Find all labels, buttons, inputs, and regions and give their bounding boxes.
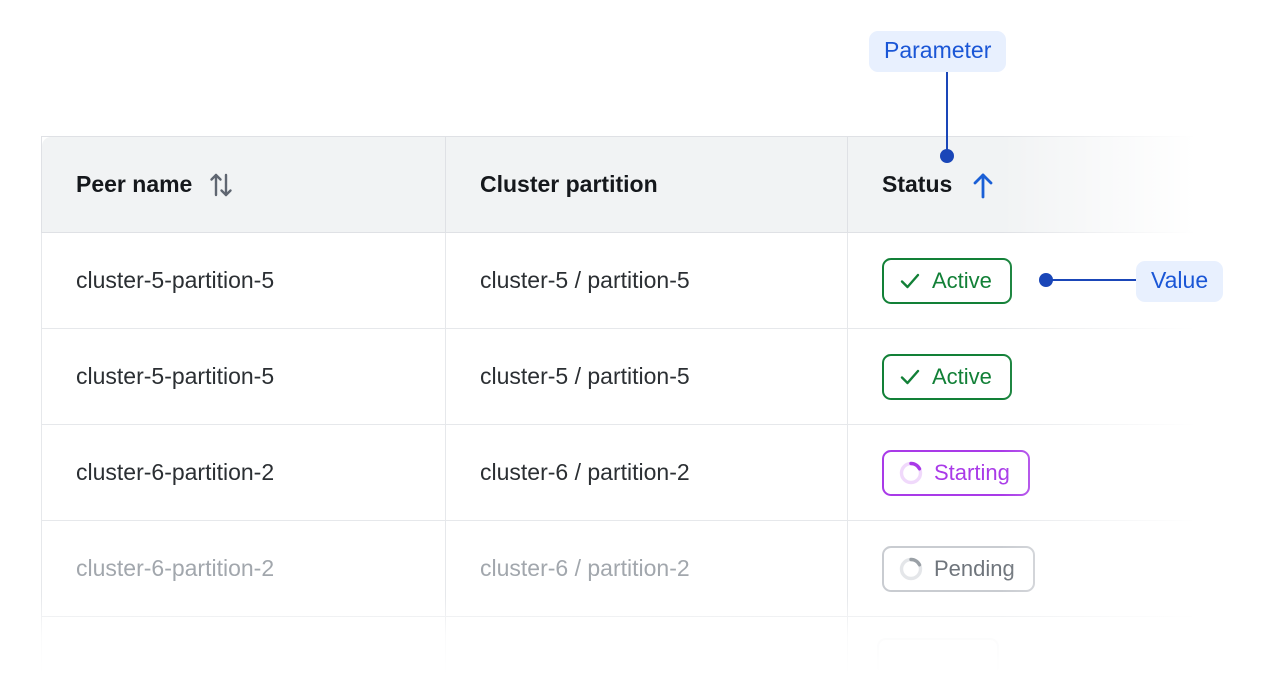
- cell-peer-name: cluster-6-partition-2: [41, 520, 446, 617]
- cell-peer-name: [41, 616, 446, 688]
- check-icon: [900, 273, 920, 288]
- spinner-icon: [899, 461, 923, 484]
- annotation-value-label: Value: [1136, 261, 1224, 302]
- peer-table-container: Peer name Cluster partition: [41, 136, 1201, 688]
- column-header-cluster-partition-label: Cluster partition: [480, 171, 658, 197]
- status-badge-label: Starting: [934, 459, 1010, 485]
- annotation-value-dot: [1039, 273, 1053, 287]
- peer-table: Peer name Cluster partition: [41, 136, 1201, 688]
- annotation-parameter: Parameter: [869, 31, 1007, 72]
- status-badge-pending: Pending: [882, 545, 1035, 592]
- annotation-value-connector: [1050, 279, 1136, 281]
- status-badge-label: Active: [932, 363, 992, 389]
- status-badge-starting: Starting: [882, 449, 1030, 496]
- annotation-value: Value: [1136, 261, 1224, 302]
- sort-arrow-up-icon[interactable]: [968, 169, 998, 201]
- cell-peer-name: cluster-5-partition-5: [41, 232, 446, 329]
- table-row[interactable]: cluster-5-partition-5 cluster-5 / partit…: [41, 328, 1201, 425]
- table-body: cluster-5-partition-5 cluster-5 / partit…: [41, 232, 1201, 688]
- cell-status: Starting: [847, 424, 1201, 521]
- spinner-icon: [899, 557, 923, 580]
- annotation-parameter-dot: [940, 149, 954, 163]
- annotation-parameter-label: Parameter: [869, 31, 1007, 72]
- table-header-row: Peer name Cluster partition: [41, 136, 1201, 233]
- table-header: Peer name Cluster partition: [41, 136, 1201, 233]
- status-badge-label: Active: [932, 267, 992, 293]
- column-header-peer-name-label: Peer name: [76, 171, 193, 197]
- table-row[interactable]: [41, 616, 1201, 688]
- cell-status: Active: [847, 328, 1201, 425]
- column-header-peer-name[interactable]: Peer name: [41, 136, 446, 233]
- cell-cluster-partition: cluster-5 / partition-5: [445, 328, 848, 425]
- status-badge-active: Active: [882, 257, 1012, 304]
- cell-cluster-partition: [445, 616, 848, 688]
- column-header-status[interactable]: Status: [847, 136, 1201, 233]
- cell-status: Pending: [847, 520, 1201, 617]
- status-badge-partial: [877, 638, 999, 688]
- column-header-status-label: Status: [882, 171, 953, 197]
- column-header-cluster-partition[interactable]: Cluster partition: [445, 136, 848, 233]
- annotation-parameter-connector: [946, 72, 948, 154]
- check-icon: [900, 369, 920, 384]
- cell-peer-name: cluster-5-partition-5: [41, 328, 446, 425]
- cell-cluster-partition: cluster-5 / partition-5: [445, 232, 848, 329]
- cell-peer-name: cluster-6-partition-2: [41, 424, 446, 521]
- sort-updown-icon[interactable]: [208, 170, 234, 200]
- status-badge-active: Active: [882, 353, 1012, 400]
- status-badge-label: Pending: [934, 555, 1015, 581]
- table-row[interactable]: cluster-5-partition-5 cluster-5 / partit…: [41, 232, 1201, 329]
- cell-cluster-partition: cluster-6 / partition-2: [445, 424, 848, 521]
- table-row[interactable]: cluster-6-partition-2 cluster-6 / partit…: [41, 424, 1201, 521]
- cell-cluster-partition: cluster-6 / partition-2: [445, 520, 848, 617]
- table-row[interactable]: cluster-6-partition-2 cluster-6 / partit…: [41, 520, 1201, 617]
